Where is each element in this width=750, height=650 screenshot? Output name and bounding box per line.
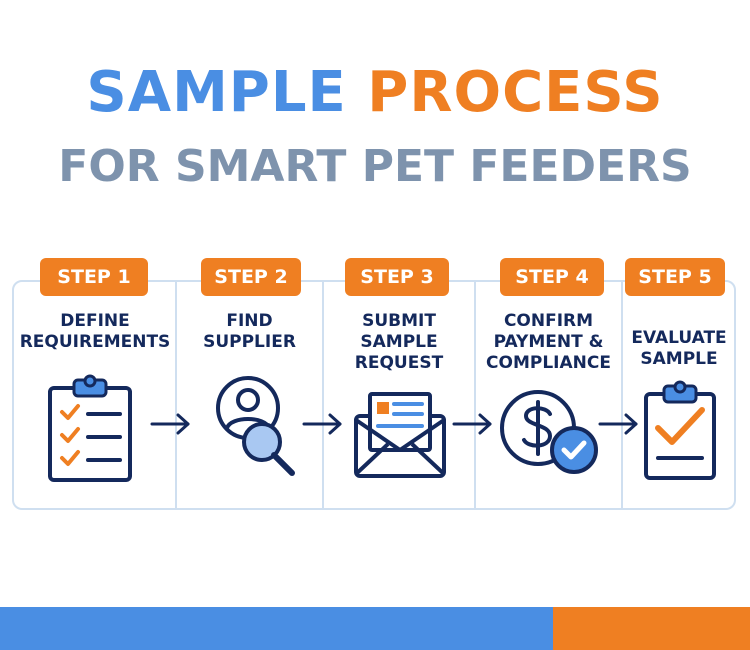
step-4-title: CONFIRM PAYMENT & COMPLIANCE [476,311,621,374]
clipboard-checklist-icon [48,374,132,482]
step-3-title-line: SAMPLE [360,332,438,352]
arrow-right-icon [452,413,492,435]
step-1-title: DEFINE REQUIREMENTS [14,311,176,353]
step-divider [474,280,476,510]
step-2-title-line: SUPPLIER [203,332,296,352]
step-1-badge: STEP 1 [40,258,148,296]
arrow-right-icon [150,413,190,435]
step-divider [175,280,177,510]
user-search-icon [216,376,295,476]
page-subtitle: FOR SMART PET FEEDERS [58,141,692,192]
step-3-title-line: SUBMIT [362,311,436,331]
step-5-title-line: EVALUATE [631,328,727,348]
footer-band-blue [0,607,553,650]
page-title: SAMPLE PROCESS [0,58,750,128]
step-divider [621,280,623,510]
step-2-title-line: FIND [226,311,273,331]
step-5-title-line: SAMPLE [640,349,718,369]
step-4-badge: STEP 4 [500,258,604,296]
footer-band-orange [553,607,750,650]
title-word-sample: SAMPLE [86,60,347,125]
arrow-right-icon [598,413,638,435]
dollar-check-icon [500,390,598,474]
step-4-title-line: CONFIRM [503,311,594,331]
step-2-title: FIND SUPPLIER [177,311,322,353]
step-1-title-line: DEFINE [60,311,130,331]
step-4-title-line: COMPLIANCE [486,353,611,373]
step-divider [322,280,324,510]
step-5-badge: STEP 5 [625,258,725,296]
step-3-badge: STEP 3 [345,258,449,296]
step-3-title: SUBMIT SAMPLE REQUEST [324,311,474,374]
step-4-title-line: PAYMENT & [493,332,604,352]
step-5-title: EVALUATE SAMPLE [623,328,735,370]
step-2-badge: STEP 2 [201,258,301,296]
clipboard-check-icon [644,380,716,480]
title-word-process: PROCESS [367,60,664,125]
envelope-letter-icon [354,392,446,478]
step-1-title-line: REQUIREMENTS [19,332,171,352]
step-3-title-line: REQUEST [354,353,444,373]
arrow-right-icon [302,413,342,435]
